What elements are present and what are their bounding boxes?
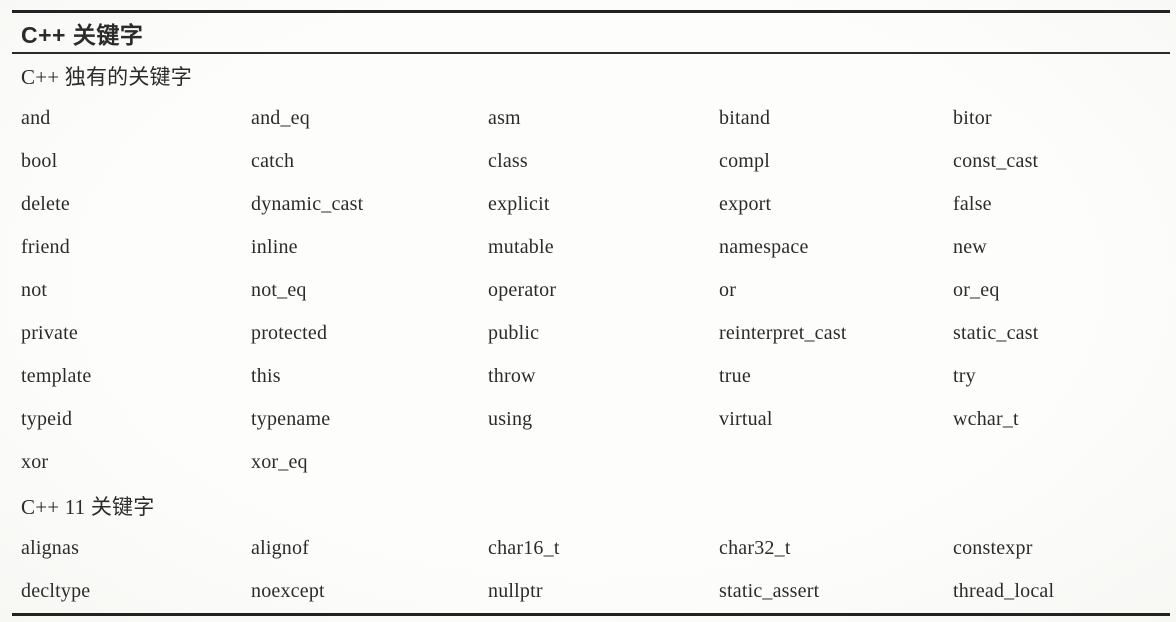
keyword-row: template this throw true try (12, 355, 1170, 398)
keyword-cell: inline (251, 236, 298, 258)
section-label: C++ 11 关键字 (21, 494, 155, 519)
keyword-cell: alignas (21, 537, 80, 559)
keyword-cell: template (21, 365, 92, 387)
keyword-cell: virtual (719, 408, 773, 430)
keyword-cell: and_eq (251, 107, 310, 129)
table-title-row: C++ 关键字 (12, 13, 1170, 54)
keyword-cell: alignof (251, 537, 310, 559)
keyword-cell: xor_eq (251, 451, 308, 473)
keyword-cell: noexcept (251, 580, 325, 602)
keyword-cell: or (719, 279, 737, 301)
keyword-cell: thread_local (953, 580, 1055, 602)
keyword-row: xor xor_eq (12, 441, 1170, 484)
keyword-cell: bool (21, 150, 58, 172)
keyword-cell: new (953, 236, 987, 258)
keyword-cell: friend (21, 236, 70, 258)
keyword-row: and and_eq asm bitand bitor (12, 97, 1170, 140)
keyword-cell: not_eq (251, 279, 307, 301)
keyword-cell: private (21, 322, 78, 344)
keyword-cell: or_eq (953, 279, 1000, 301)
keyword-cell: this (251, 365, 281, 387)
table-title: C++ 关键字 (21, 21, 144, 48)
keyword-cell: bitor (953, 107, 992, 129)
keyword-cell: char32_t (719, 537, 791, 559)
section-header-cpp11: C++ 11 关键字 (12, 484, 1170, 527)
keyword-cell: const_cast (953, 150, 1039, 172)
keyword-cell: constexpr (953, 537, 1033, 559)
keyword-cell: dynamic_cast (251, 193, 364, 215)
keyword-row: delete dynamic_cast explicit export fals… (12, 183, 1170, 226)
keyword-cell: not (21, 279, 48, 301)
keyword-cell: asm (488, 107, 521, 129)
keyword-row: alignas alignof char16_t char32_t conste… (12, 527, 1170, 570)
keyword-cell: using (488, 408, 533, 430)
keyword-cell: bitand (719, 107, 771, 129)
cpp-keywords-table: C++ 关键字 C++ 独有的关键字 and and_eq asm bitand… (12, 10, 1170, 616)
keyword-cell: reinterpret_cast (719, 322, 847, 344)
keyword-row: private protected public reinterpret_cas… (12, 312, 1170, 355)
keyword-cell: mutable (488, 236, 554, 258)
keyword-cell: operator (488, 279, 557, 301)
keyword-cell: catch (251, 150, 295, 172)
keyword-cell: static_cast (953, 322, 1039, 344)
keyword-cell: nullptr (488, 580, 543, 602)
keyword-row: decltype noexcept nullptr static_assert … (12, 570, 1170, 613)
keyword-row: friend inline mutable namespace new (12, 226, 1170, 269)
keyword-row: bool catch class compl const_cast (12, 140, 1170, 183)
section-header-cpp-unique: C++ 独有的关键字 (12, 54, 1170, 97)
keyword-row: typeid typename using virtual wchar_t (12, 398, 1170, 441)
section-label: C++ 独有的关键字 (21, 64, 192, 89)
keyword-cell: class (488, 150, 528, 172)
keyword-cell: typename (251, 408, 331, 430)
keyword-cell: true (719, 365, 751, 387)
keyword-cell: export (719, 193, 772, 215)
keyword-cell: static_assert (719, 580, 820, 602)
keyword-row: not not_eq operator or or_eq (12, 269, 1170, 312)
keyword-cell: typeid (21, 408, 73, 430)
keyword-cell: throw (488, 365, 536, 387)
keyword-cell: namespace (719, 236, 809, 258)
keyword-cell: decltype (21, 580, 91, 602)
keyword-cell: false (953, 193, 992, 215)
keyword-cell: explicit (488, 193, 550, 215)
keyword-cell: delete (21, 193, 70, 215)
keyword-cell: wchar_t (953, 408, 1019, 430)
keyword-cell: char16_t (488, 537, 560, 559)
keyword-cell: protected (251, 322, 328, 344)
keyword-cell: try (953, 365, 976, 387)
keyword-cell: compl (719, 150, 770, 172)
keyword-cell: public (488, 322, 540, 344)
keyword-cell: xor (21, 451, 49, 473)
keyword-cell: and (21, 107, 51, 129)
